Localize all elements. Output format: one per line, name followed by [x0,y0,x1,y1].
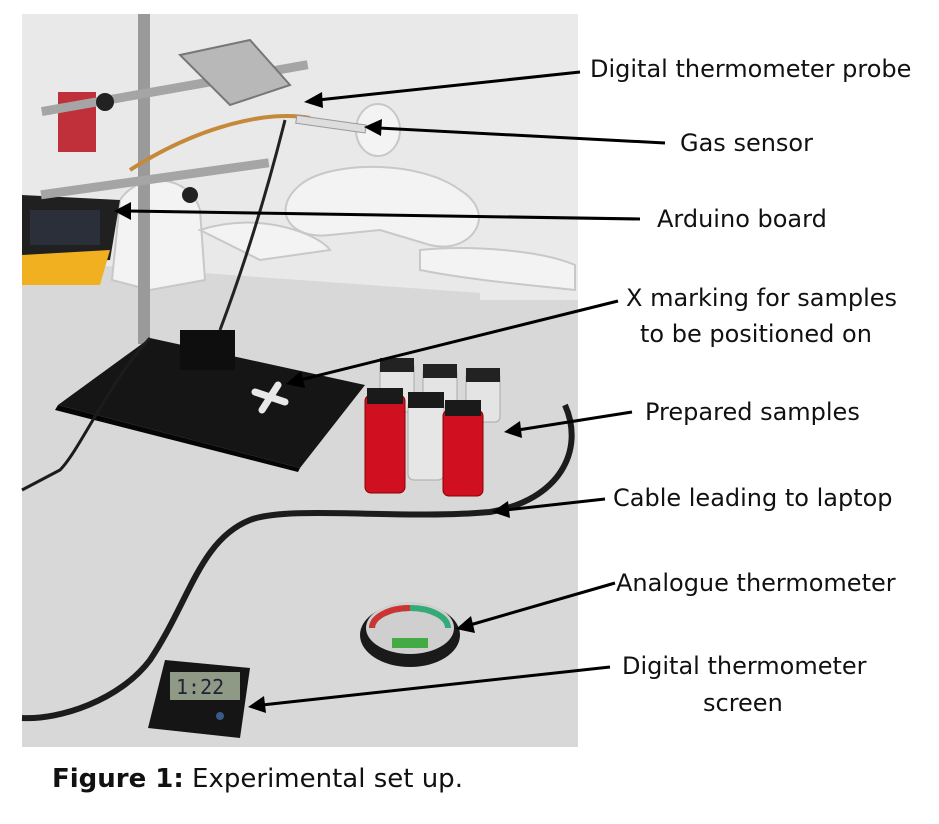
analogue-thermometer [360,602,460,667]
figure-caption: Figure 1: Experimental set up. [52,764,463,794]
gas-sensor [295,114,367,134]
laptop-cable [21,403,575,722]
label-samples: Prepared samples [645,398,860,426]
label-arduino: Arduino board [657,205,827,233]
label-cable: Cable leading to laptop [613,484,893,512]
svg-text:1:22: 1:22 [176,675,224,699]
prepared-samples [364,358,501,497]
caption-prefix: Figure 1: [52,764,184,794]
caption-text: Experimental set up. [183,764,463,794]
label-digital-screen-line1: Digital thermometer [622,652,867,680]
label-analogue: Analogue thermometer [616,569,896,597]
clamp [96,38,292,203]
label-gas-sensor: Gas sensor [680,129,813,157]
photo: 1:22 [21,14,578,747]
label-digital-screen-line2: screen [703,689,783,717]
label-probe: Digital thermometer probe [590,55,912,83]
digital-thermometer-screen: 1:22 [148,660,250,738]
stand-base [55,330,365,472]
figurine [110,103,576,292]
annotation-arrows [114,70,666,713]
label-x-marking-line2: to be positioned on [640,320,872,348]
arduino-board [22,195,120,285]
label-x-marking-line1: X marking for samples [626,284,898,312]
